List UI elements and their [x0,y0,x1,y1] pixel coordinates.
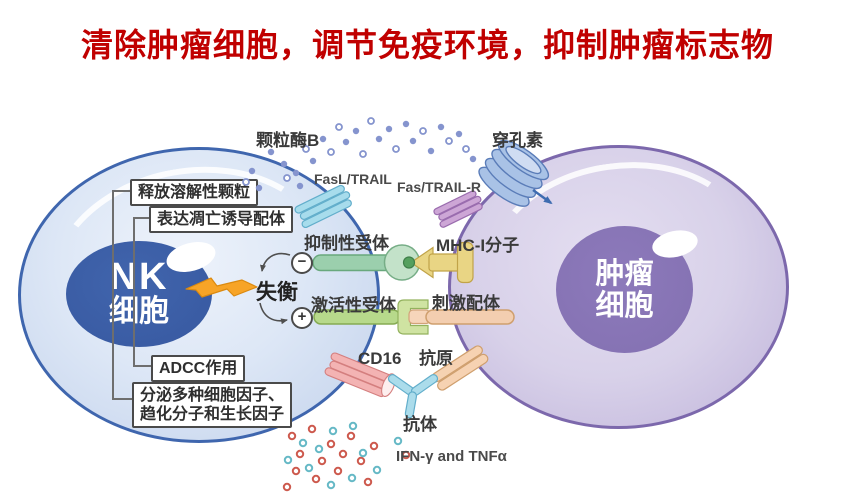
connector-line-outer [112,190,114,400]
inhibitory-receptor-label: 抑制性受体 [304,234,389,253]
minus-sign-badge: − [291,252,313,274]
nk-cell-name-line1: NK [109,256,169,298]
nk-function-box-adcc: ADCC作用 [151,355,246,382]
fas-trail-r-label: Fas/TRAIL-R [397,179,481,195]
connector-stub-box1 [112,190,131,192]
activating-receptor-label: 激活性受体 [311,296,396,315]
perforin-label: 穿孔素 [492,131,543,150]
tumor-cell-name-line1: 肿瘤 [595,257,654,290]
inhibitory-binding-ball [402,256,416,269]
nk-function-box-cytokines-line1: 分泌多种细胞因子、 [140,387,285,404]
nk-function-box-release-granules: 释放溶解性颗粒 [130,179,259,206]
connector-stub-box4 [112,398,133,400]
nk-function-box-cytokines: 分泌多种细胞因子、 趋化分子和生长因子 [132,382,293,428]
nk-cell-name-line2: 细胞 [109,295,169,328]
antibody-label: 抗体 [403,415,437,434]
connector-stub-box3 [133,365,152,367]
cytokine-dots [282,421,411,492]
stimulating-ligand-label: 刺激配体 [432,294,500,313]
mhc-i-label: MHC-I分子 [436,236,520,255]
nk-function-box-cytokines-line2: 趋化分子和生长因子 [140,406,285,423]
cytokines-label: IFN-γ and TNFα [396,448,507,465]
fasl-trail-label: FasL/TRAIL [314,171,392,187]
tumor-cell-nucleus: 肿瘤 细胞 [556,226,693,353]
nk-function-box-apoptosis-ligand: 表达凋亡诱导配体 [149,206,294,233]
plus-sign-badge: + [291,307,313,329]
slide-title: 清除肿瘤细胞，调节免疫环境，抑制肿瘤标志物 [80,27,774,63]
connector-stub-box2 [133,217,150,219]
imbalance-label: 失衡 [256,281,298,304]
antigen-label: 抗原 [419,349,453,368]
cd16-label: CD16 [358,349,402,368]
tumor-cell-name-line2: 细胞 [595,289,654,322]
connector-line-inner [133,217,135,367]
granzyme-b-label: 颗粒酶B [256,131,320,150]
